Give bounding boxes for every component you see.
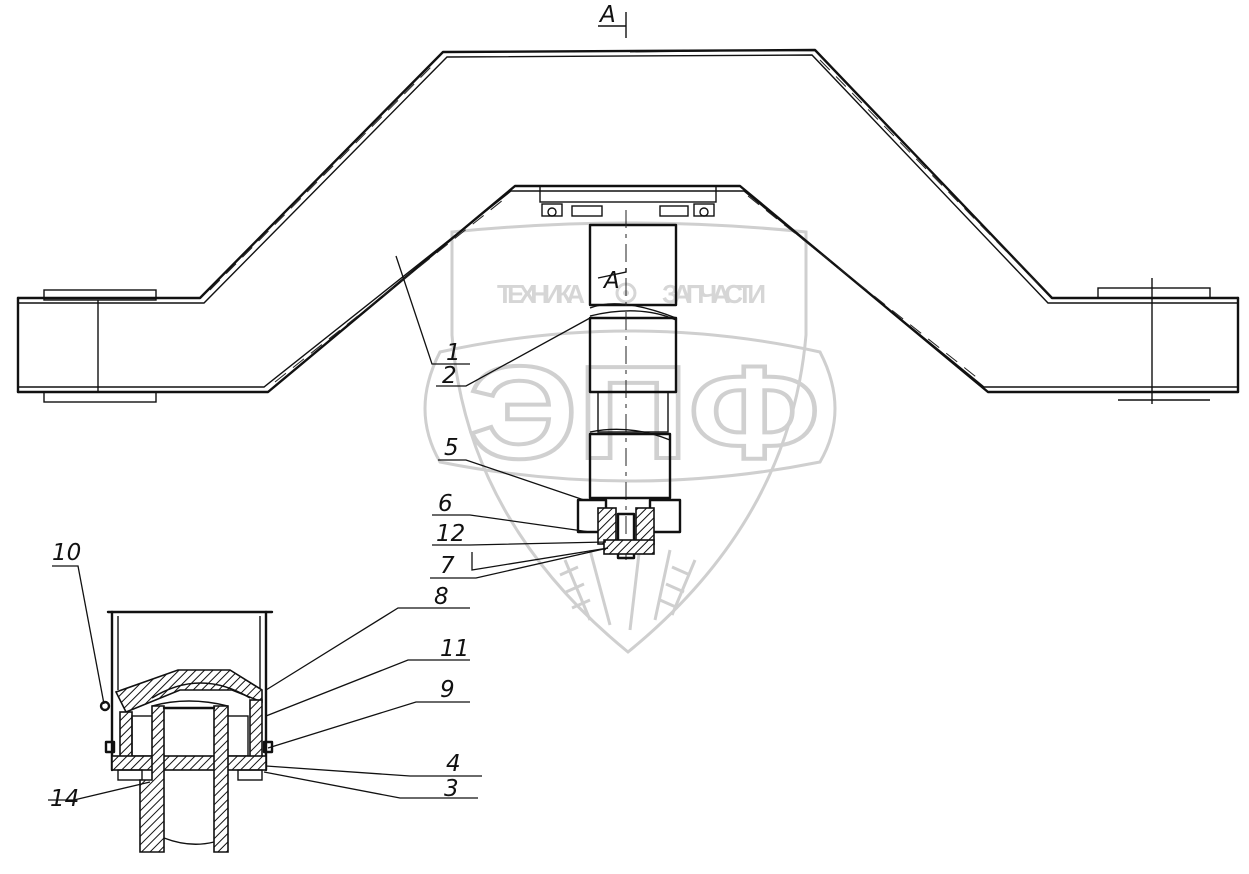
watermark-logo-letters: ЭПФ [468, 339, 820, 486]
bolt-row [541, 203, 715, 217]
watermark-brand-left: ТЕХНИКА [497, 279, 585, 309]
callout-8: 8 [434, 584, 449, 610]
callout-3: 3 [444, 776, 459, 802]
callout-6: 6 [438, 491, 453, 517]
gear-assembly [576, 498, 682, 560]
leader-lines [48, 255, 609, 801]
callout-9: 9 [440, 677, 455, 703]
callout-2: 2 [442, 363, 457, 389]
central-shaft: A [576, 210, 682, 560]
callout-labels: 1 2 5 6 12 7 8 11 9 4 3 10 14 [50, 340, 469, 812]
callout-12: 12 [436, 521, 465, 547]
callout-5: 5 [444, 435, 459, 461]
watermark-logo: ТЕХНИКА ЗАПЧАСТИ ЭПФ [423, 221, 837, 654]
section-mark-a: A [598, 2, 816, 53]
callout-14: 14 [50, 786, 79, 812]
callout-10: 10 [52, 540, 81, 566]
callout-11: 11 [440, 636, 469, 662]
section-mark-label: A [598, 2, 616, 28]
detail-view [99, 610, 274, 853]
callout-1: 1 [446, 340, 461, 366]
shaft-section-label: A [602, 268, 620, 294]
callout-7: 7 [440, 553, 455, 579]
frame-beam [16, 48, 1240, 404]
wheat-icon [559, 544, 697, 631]
callout-4: 4 [446, 751, 461, 777]
watermark-brand-right: ЗАПЧАСТИ [662, 279, 766, 309]
